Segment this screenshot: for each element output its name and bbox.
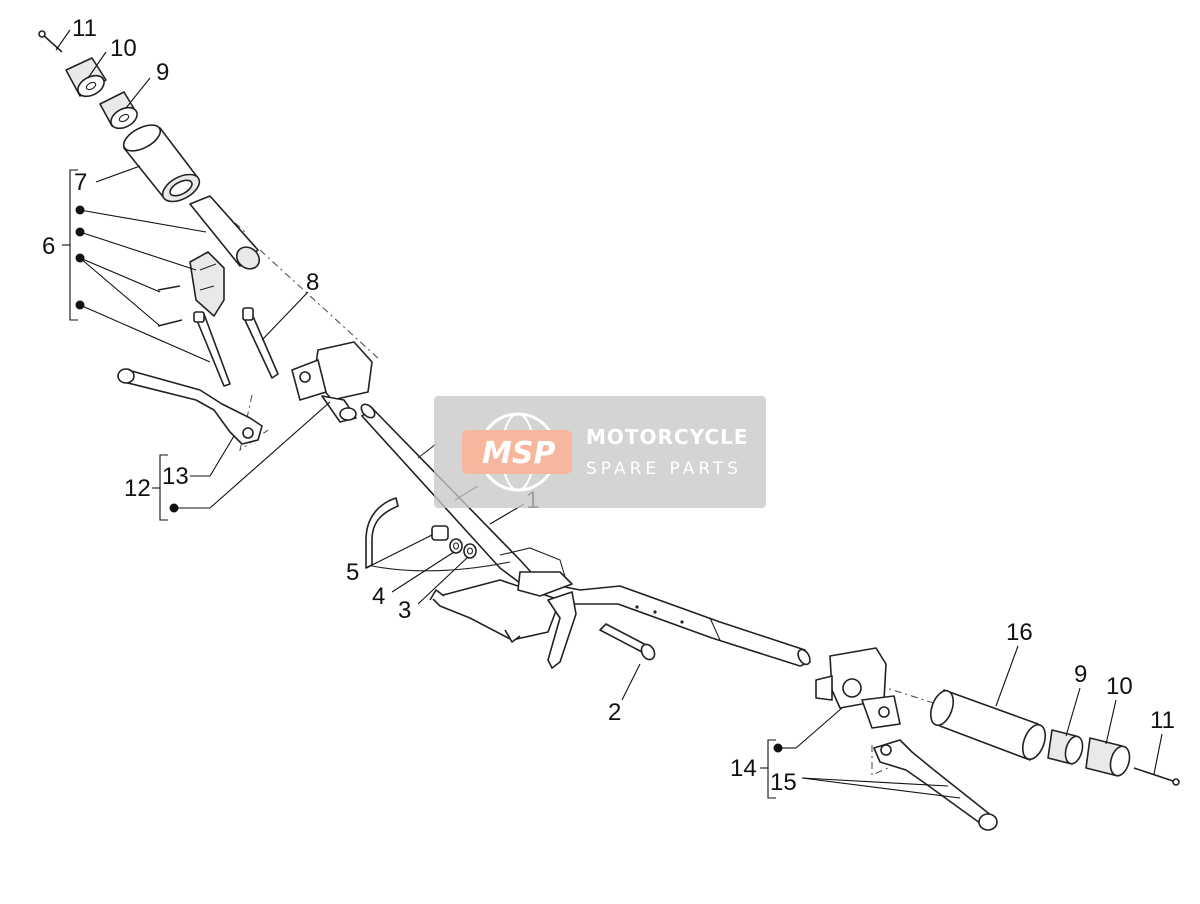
watermark: MSP MOTORCYCLE SPARE PARTS (434, 396, 766, 508)
callout-2: 2 (608, 699, 621, 726)
watermark-logo: MSP (482, 436, 555, 471)
leader-lines (55, 29, 1163, 799)
callout-8: 8 (306, 269, 319, 296)
watermark-box (434, 396, 766, 508)
callout-3: 3 (398, 597, 411, 624)
right-grip[interactable] (926, 688, 1049, 763)
callout-10-bottom: 10 (1106, 673, 1133, 700)
callout-9-top: 9 (156, 59, 169, 86)
right-master-cylinder[interactable] (815, 647, 901, 729)
watermark-line1: MOTORCYCLE (586, 425, 748, 449)
callout-4: 4 (372, 583, 385, 610)
throttle-tube[interactable] (189, 195, 264, 273)
callout-16: 16 (1006, 619, 1033, 646)
clamp-bolt[interactable] (599, 623, 657, 662)
callout-14: 14 (730, 755, 757, 782)
watermark-logo-badge (462, 430, 572, 474)
callout-11-top: 11 (72, 15, 97, 42)
callout-12: 12 (124, 475, 151, 502)
left-bar-end-weights[interactable] (38, 30, 141, 133)
callout-9-bottom: 9 (1074, 661, 1087, 688)
right-brake-lever[interactable] (873, 739, 998, 831)
left-brake-lever[interactable] (117, 368, 263, 445)
left-grip[interactable] (120, 120, 204, 207)
watermark-line2: SPARE PARTS (586, 459, 742, 479)
handlebar-clamp-bracket[interactable] (365, 497, 577, 669)
washers-and-nut[interactable] (431, 525, 477, 559)
callout-10-top: 10 (110, 35, 137, 62)
cable-fitting[interactable] (242, 307, 279, 379)
right-bar-end-weights[interactable] (1047, 729, 1180, 786)
callout-5: 5 (346, 559, 359, 586)
callout-6: 6 (42, 233, 55, 260)
callout-labels: 11 10 9 7 6 8 13 12 1 5 4 3 2 16 9 10 11… (42, 15, 1175, 796)
throttle-switch-housing[interactable] (157, 251, 231, 387)
bullet-dots (75, 205, 783, 753)
callout-13: 13 (162, 463, 189, 490)
callout-7: 7 (74, 169, 87, 196)
callout-11-bottom: 11 (1150, 707, 1175, 734)
callout-15: 15 (770, 769, 797, 796)
left-master-cylinder[interactable] (291, 341, 373, 423)
